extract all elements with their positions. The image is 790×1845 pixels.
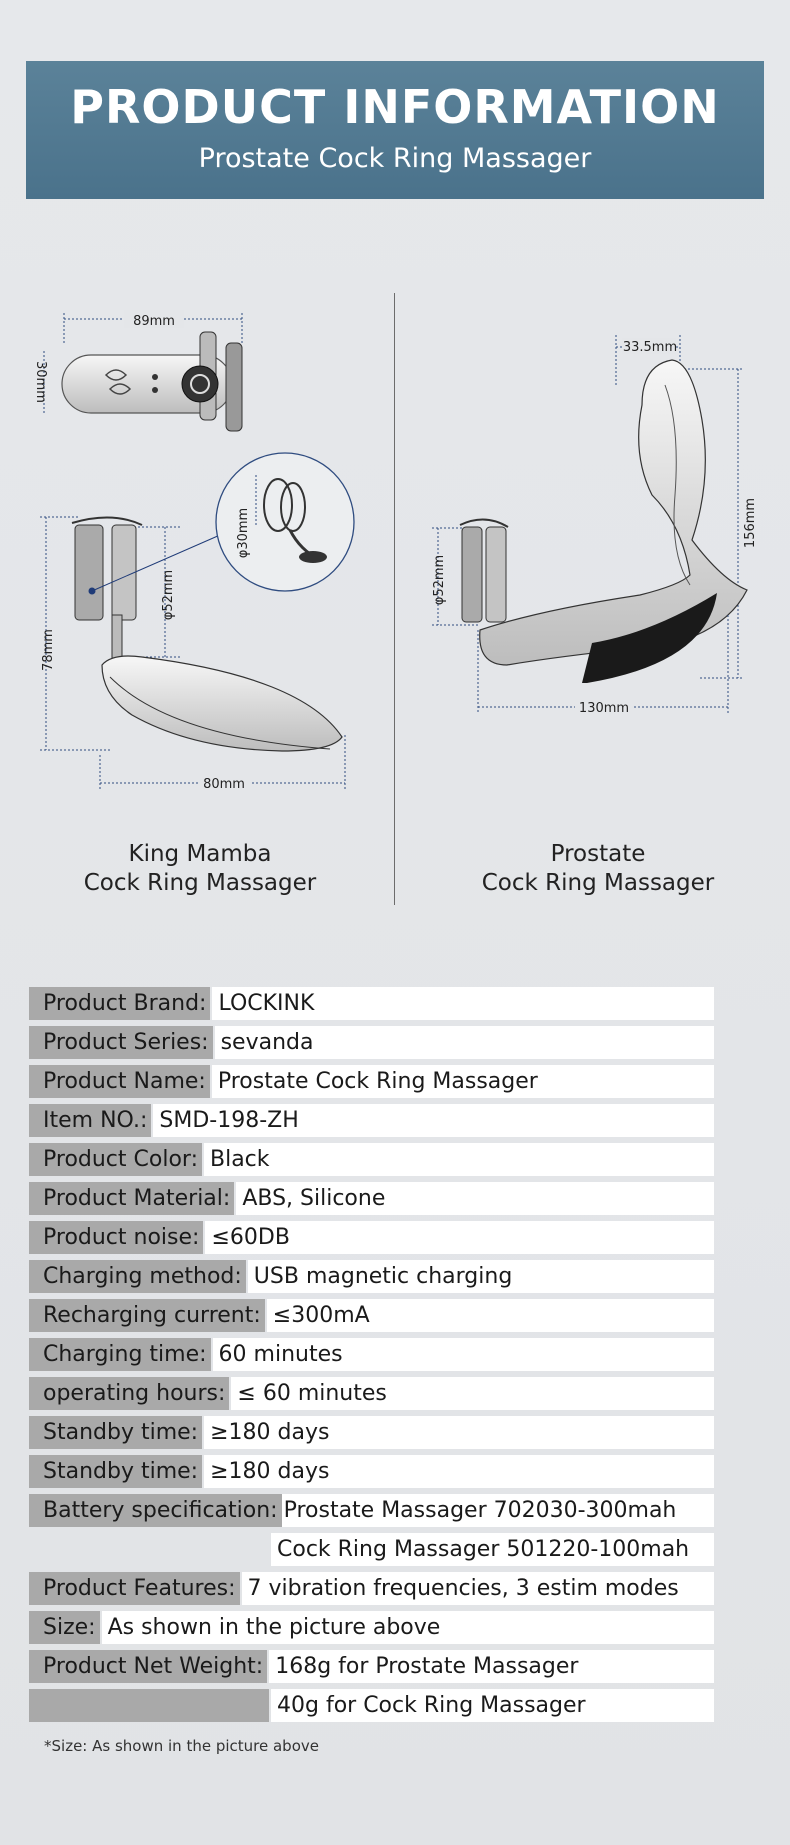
spec-row: Product Name:Prostate Cock Ring Massager <box>29 1065 714 1098</box>
spec-label: Standby time: <box>29 1416 203 1449</box>
spec-label: Standby time: <box>29 1455 203 1488</box>
dim-130mm: 130mm <box>579 701 629 716</box>
dim-phi52mm-right: φ52mm <box>432 555 447 605</box>
spec-label: Item NO.: <box>29 1104 152 1137</box>
spec-row: Product Brand:LOCKINK <box>29 987 714 1020</box>
footnote: *Size: As shown in the picture above <box>44 1737 319 1755</box>
spec-label: operating hours: <box>29 1377 230 1410</box>
caption-king-mamba: King Mamba Cock Ring Massager <box>40 840 360 898</box>
spec-label-empty <box>29 1689 269 1722</box>
product-info-banner: PRODUCT INFORMATION Prostate Cock Ring M… <box>26 61 764 199</box>
dim-89mm: 89mm <box>133 314 175 329</box>
spec-label: Size: <box>29 1611 100 1644</box>
spec-row: Product Net Weight:168g for Prostate Mas… <box>29 1650 714 1683</box>
caption-left-line2: Cock Ring Massager <box>83 870 317 896</box>
side-view-drawing: 78mm φ52mm 80mm <box>40 516 346 792</box>
caption-right-line2: Cock Ring Massager <box>481 870 715 896</box>
dim-phi52mm-left: φ52mm <box>161 570 176 620</box>
product-diagrams: 89mm 30mm 78mm φ52mm <box>0 285 790 910</box>
spec-label: Product Net Weight: <box>29 1650 268 1683</box>
spec-label: Battery specification: <box>29 1494 282 1527</box>
spec-row: Standby time:≥180 days <box>29 1455 714 1488</box>
dimension-drawings: 89mm 30mm 78mm φ52mm <box>33 310 758 792</box>
spec-value: 60 minutes <box>212 1338 714 1371</box>
spec-table: Product Brand:LOCKINK Product Series:sev… <box>29 987 714 1728</box>
spec-row: Charging time:60 minutes <box>29 1338 714 1371</box>
spec-row: Item NO.:SMD-198-ZH <box>29 1104 714 1137</box>
spec-label: Charging time: <box>29 1338 211 1371</box>
dim-phi30mm: φ30mm <box>236 508 251 558</box>
spec-value: ≥180 days <box>204 1455 714 1488</box>
spec-value: SMD-198-ZH <box>153 1104 714 1137</box>
spec-label: Product Brand: <box>29 987 211 1020</box>
spec-value: ≥180 days <box>204 1416 714 1449</box>
spec-row: operating hours:≤ 60 minutes <box>29 1377 714 1410</box>
diagram-divider <box>394 293 395 905</box>
spec-row-continued: Cock Ring Massager 501220-100mah <box>29 1533 714 1566</box>
spec-row: Product Series:sevanda <box>29 1026 714 1059</box>
spec-label-empty <box>29 1533 269 1566</box>
spec-label: Product Name: <box>29 1065 210 1098</box>
spec-label: Product Color: <box>29 1143 202 1176</box>
spec-value: ABS, Silicone <box>236 1182 714 1215</box>
spec-row-continued: 40g for Cock Ring Massager <box>29 1689 714 1722</box>
spec-label: Charging method: <box>29 1260 246 1293</box>
spec-label: Product Series: <box>29 1026 213 1059</box>
banner-title: PRODUCT INFORMATION <box>70 80 720 134</box>
dim-80mm: 80mm <box>203 777 245 792</box>
spec-value: 168g for Prostate Massager <box>269 1650 714 1683</box>
spec-value: Cock Ring Massager 501220-100mah <box>271 1533 714 1566</box>
spec-row: Product Material:ABS, Silicone <box>29 1182 714 1215</box>
banner-subtitle: Prostate Cock Ring Massager <box>198 143 592 174</box>
spec-label: Product Material: <box>29 1182 235 1215</box>
spec-label: Product Features: <box>29 1572 240 1605</box>
spec-row: Product Color:Black <box>29 1143 714 1176</box>
spec-value: 40g for Cock Ring Massager <box>271 1689 714 1722</box>
spec-value: LOCKINK <box>212 987 714 1020</box>
spec-value: sevanda <box>214 1026 714 1059</box>
spec-value: As shown in the picture above <box>101 1611 714 1644</box>
spec-value: Prostate Massager 702030-300mah <box>281 1494 714 1527</box>
spec-value: ≤ 60 minutes <box>231 1377 714 1410</box>
dim-33-5mm: 33.5mm <box>623 340 677 355</box>
spec-value: ≤60DB <box>205 1221 714 1254</box>
spec-value: 7 vibration frequencies, 3 estim modes <box>241 1572 714 1605</box>
detail-circle-drawing: φ30mm <box>215 452 355 592</box>
spec-row: Recharging current:≤300mA <box>29 1299 714 1332</box>
dim-78mm: 78mm <box>41 629 56 671</box>
spec-value: USB magnetic charging <box>247 1260 714 1293</box>
spec-value: Black <box>204 1143 714 1176</box>
caption-right-line1: Prostate <box>550 841 646 867</box>
spec-label: Product noise: <box>29 1221 204 1254</box>
caption-prostate: Prostate Cock Ring Massager <box>438 840 758 898</box>
spec-row: Charging method:USB magnetic charging <box>29 1260 714 1293</box>
prostate-massager-drawing: 33.5mm 156mm φ52mm 130mm <box>432 335 758 716</box>
spec-label: Recharging current: <box>29 1299 265 1332</box>
top-view-drawing: 89mm 30mm <box>33 310 243 432</box>
caption-left-line1: King Mamba <box>128 841 272 867</box>
dim-156mm: 156mm <box>743 498 758 548</box>
spec-row: Size:As shown in the picture above <box>29 1611 714 1644</box>
dim-30mm: 30mm <box>33 361 48 403</box>
spec-row: Product noise:≤60DB <box>29 1221 714 1254</box>
spec-row: Product Features:7 vibration frequencies… <box>29 1572 714 1605</box>
spec-value: ≤300mA <box>266 1299 714 1332</box>
spec-row: Standby time:≥180 days <box>29 1416 714 1449</box>
spec-row: Battery specification:Prostate Massager … <box>29 1494 714 1527</box>
spec-value: Prostate Cock Ring Massager <box>211 1065 714 1098</box>
